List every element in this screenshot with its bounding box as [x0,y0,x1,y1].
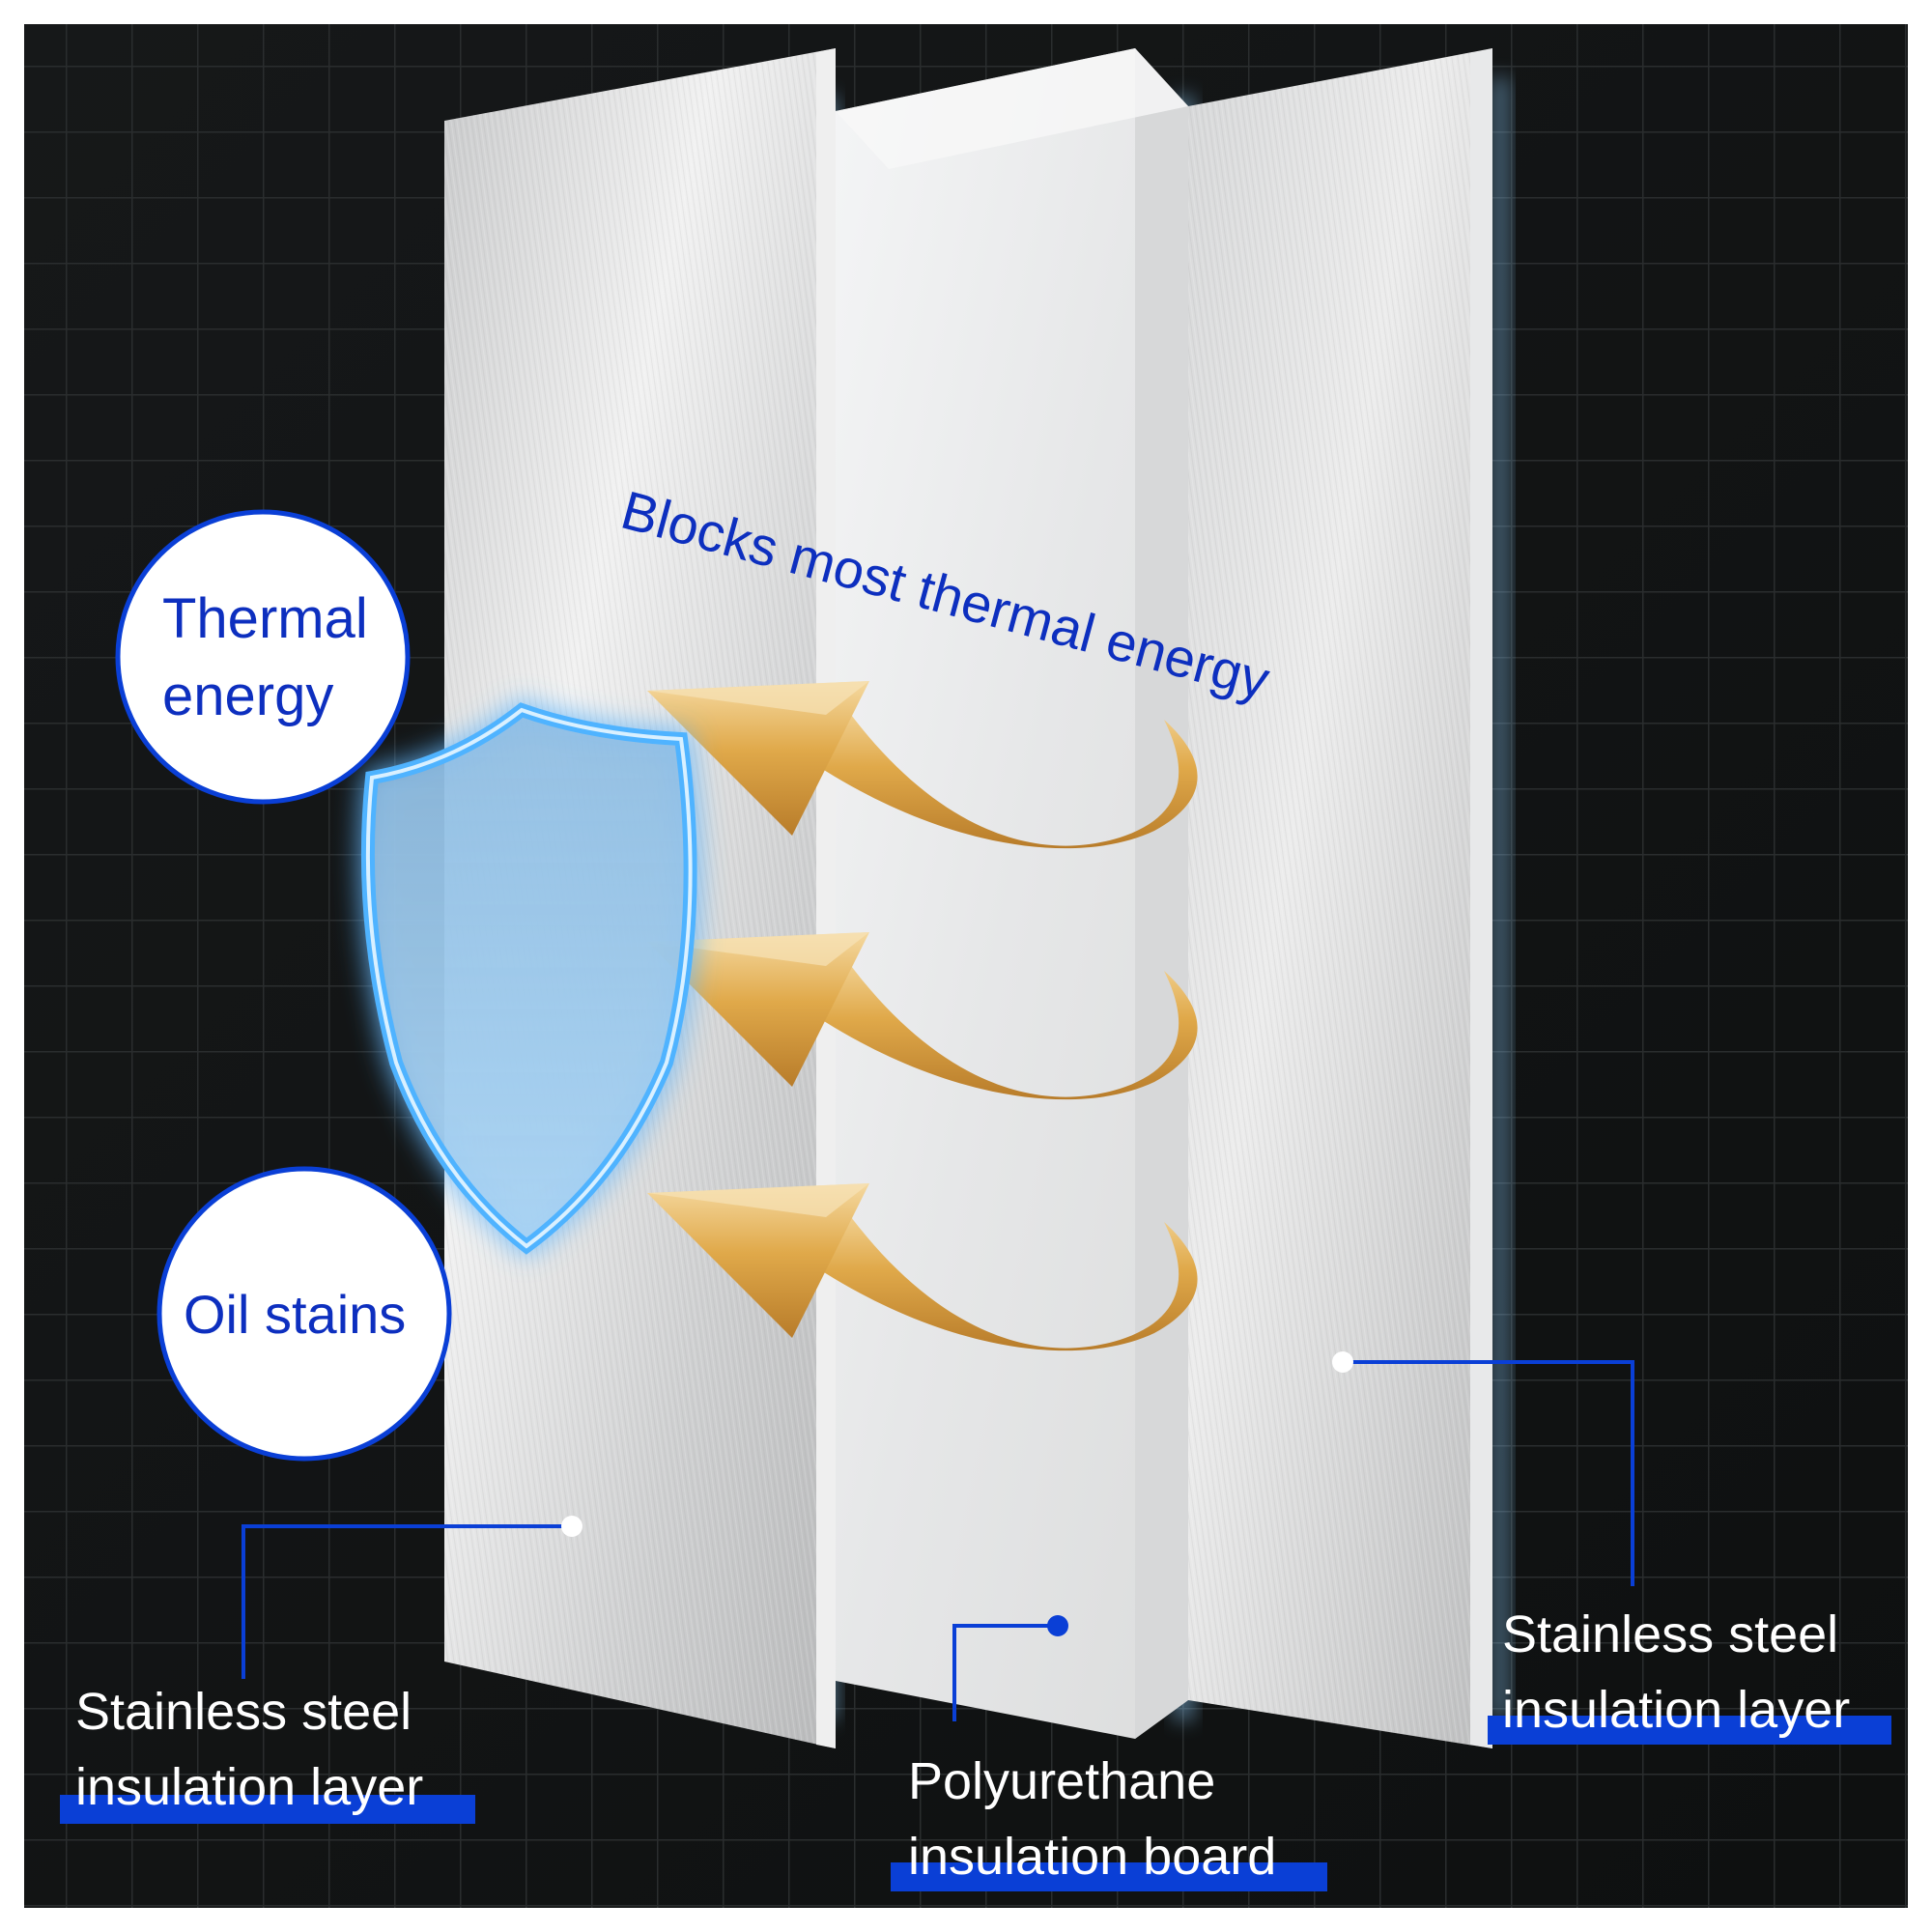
callout-underline [891,1862,1327,1891]
left-steel-label-line-1: Stainless steel [75,1683,412,1741]
shield-icon [360,702,697,1255]
right-steel-label-line-1: Stainless steel [1502,1605,1838,1663]
right-steel-panel [1188,48,1492,1748]
right-steel-callout: Stainless steel insulation layer [1332,1351,1891,1745]
oil-stains-label: Oil stains [184,1284,406,1345]
panel-edge-glow-far-right [1492,77,1508,1719]
center-board-label-line-1: Polyurethane [908,1752,1215,1810]
oil-stains-badge: Oil stains [156,1166,452,1462]
callout-dot [1047,1615,1068,1636]
thermal-energy-line-1: Thermal [162,587,368,650]
callout-underline [1488,1716,1891,1745]
thermal-energy-badge: Thermal energy [115,509,411,805]
left-steel-callout: Stainless steel insulation layer [60,1516,582,1824]
left-steel-label-line-2: insulation layer [75,1758,423,1816]
curved-arrow-icon [647,681,1198,849]
center-board-panel [836,48,1188,1739]
callout-dot [561,1516,582,1537]
curved-arrow-icon [647,932,1198,1100]
right-steel-label-line-2: insulation layer [1502,1681,1850,1739]
curved-arrow-icon [647,1183,1198,1351]
callout-dot [1332,1351,1353,1373]
callout-underline [60,1795,475,1824]
thermal-energy-line-2: energy [162,665,333,727]
center-board-callout: Polyurethane insulation board [891,1615,1327,1891]
center-board-label-line-2: insulation board [908,1828,1276,1886]
